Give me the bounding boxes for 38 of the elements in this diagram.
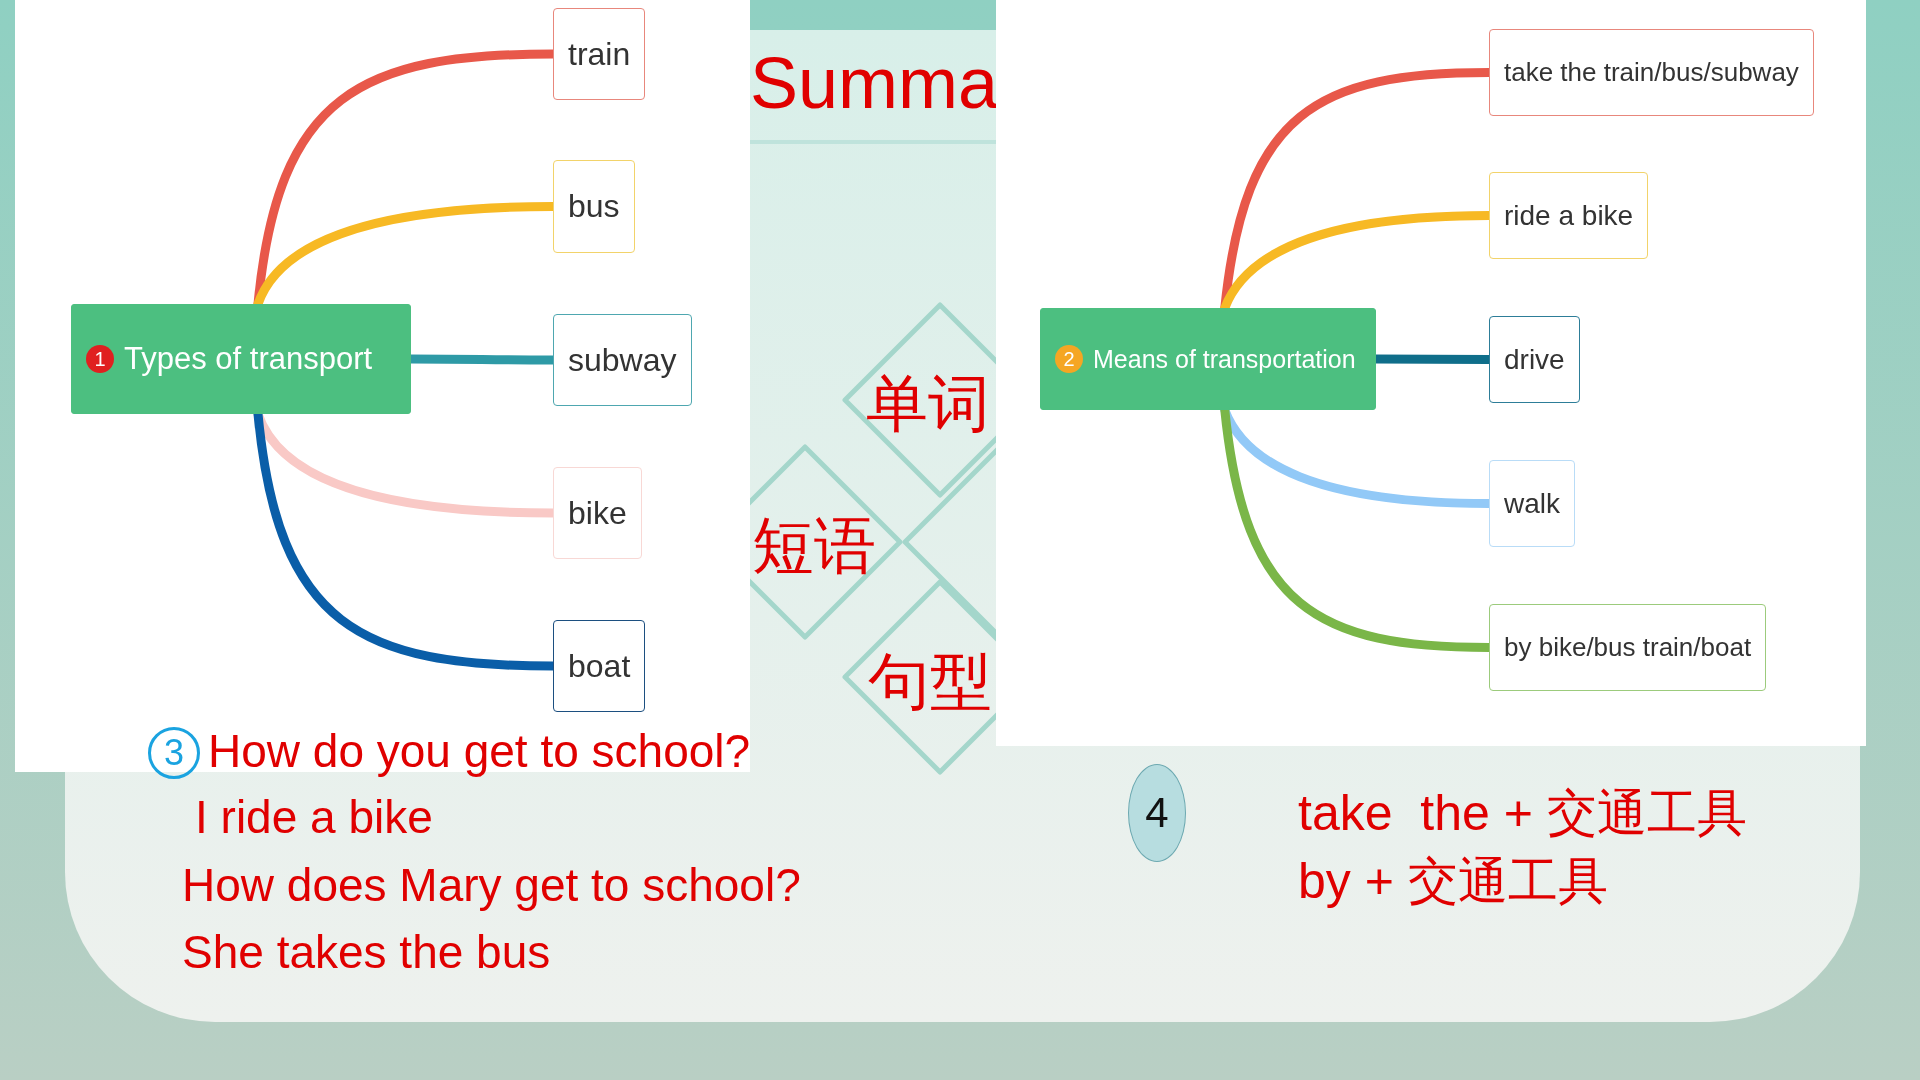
diamond-label: 短语 xyxy=(752,508,876,584)
central-topic-box xyxy=(1040,308,1376,410)
question-sentence: How does Mary get to school? xyxy=(182,858,801,912)
topic-box xyxy=(553,8,646,100)
answer-sentence: I ride a bike xyxy=(195,790,433,844)
topic-box xyxy=(1489,172,1649,259)
diamond-label: 单词 xyxy=(866,366,990,442)
question-sentence: How do you get to school? xyxy=(208,724,751,778)
topic-text: bus xyxy=(568,188,620,225)
slide-title: Summa xyxy=(750,42,999,124)
phrase-pattern: take the + 交通工具 xyxy=(1298,784,1747,843)
topic-box xyxy=(1489,316,1580,403)
topic-box xyxy=(553,620,646,712)
phrase-pattern: by + 交通工具 xyxy=(1298,852,1608,911)
topic-text: take the train/bus/subway xyxy=(1504,57,1799,88)
topic-text: ride a bike xyxy=(1504,199,1634,232)
circled-number: 3 xyxy=(148,727,200,779)
topic-text: boat xyxy=(568,647,631,685)
topic-text: drive xyxy=(1504,343,1565,376)
diamond-label: 句型 xyxy=(868,644,992,720)
topic-text: bike xyxy=(568,494,627,532)
topic-box xyxy=(553,160,635,253)
topic-text: Means of transportation xyxy=(1093,344,1356,374)
topic-box xyxy=(1489,29,1814,116)
topic-text: train xyxy=(568,35,631,73)
topic-box xyxy=(1489,604,1767,691)
oval-number: 4 xyxy=(1145,789,1169,837)
topic-box xyxy=(553,467,642,559)
answer-sentence: She takes the bus xyxy=(182,925,551,979)
number-badge: 2 xyxy=(1055,345,1083,373)
topic-text: subway xyxy=(568,341,677,379)
topic-text: by bike/bus train/boat xyxy=(1504,632,1752,663)
central-topic-box xyxy=(71,304,411,414)
topic-text: walk xyxy=(1504,487,1560,520)
number-badge: 1 xyxy=(86,345,114,373)
topic-box xyxy=(553,314,692,406)
topic-text: Types of transport xyxy=(124,341,373,377)
topic-box xyxy=(1489,460,1575,547)
